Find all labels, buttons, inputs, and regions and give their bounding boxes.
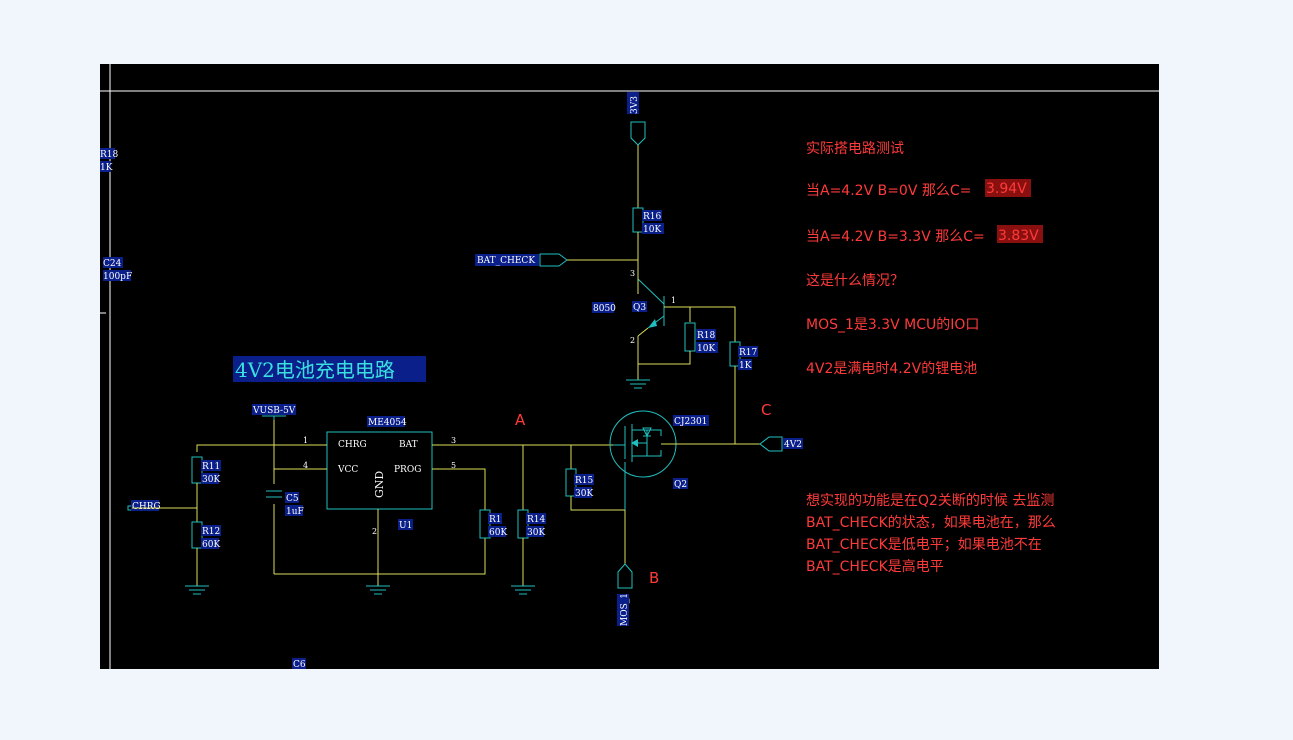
- note-mos1: MOS_1是3.3V MCU的IO口: [806, 317, 979, 333]
- svg-text:60K: 60K: [489, 528, 507, 538]
- svg-text:R15: R15: [575, 476, 594, 486]
- svg-text:4V2: 4V2: [784, 440, 802, 450]
- svg-text:2: 2: [630, 336, 635, 345]
- resistor-r11: R11 30K: [191, 456, 221, 485]
- schematic-title: 4V2电池充电电路: [235, 358, 395, 382]
- svg-text:1K: 1K: [739, 361, 752, 371]
- ground-r14: [511, 585, 535, 595]
- svg-text:30K: 30K: [527, 528, 545, 538]
- resistor-r17: R17 1K: [729, 341, 758, 371]
- transistor-q3: Q3 8050: [592, 278, 665, 337]
- svg-text:5: 5: [451, 461, 456, 470]
- capacitor-c5: C5 1uF: [266, 484, 304, 517]
- svg-text:3: 3: [451, 436, 456, 445]
- svg-text:CHRG: CHRG: [132, 502, 161, 512]
- svg-text:3: 3: [630, 269, 635, 278]
- svg-text:10K: 10K: [643, 225, 661, 235]
- node-c-label: C: [761, 401, 771, 419]
- note-battery: 4V2是满电时4.2V的锂电池: [806, 361, 977, 377]
- net-3v3-port: 3V3: [627, 92, 646, 146]
- title-box: [233, 356, 426, 382]
- svg-text:100pF: 100pF: [103, 272, 132, 282]
- resistor-r12: R12 60K: [191, 521, 221, 550]
- resistor-r15: R15 30K: [565, 468, 594, 499]
- note-goal-line-2: BAT_CHECK的状态，如果电池在，那么: [806, 515, 1056, 531]
- u1-part-number: ME4054: [368, 418, 407, 428]
- ic-u1: CHRG VCC BAT PROG GND U1: [326, 431, 433, 531]
- net-chrg: CHRG: [127, 500, 161, 512]
- note-case1-prefix: 当A=4.2V B=0V 那么C=: [806, 183, 971, 199]
- svg-text:R11: R11: [202, 462, 220, 472]
- notes-panel: 实际搭电路测试 当A=4.2V B=0V 那么C= 3.94V 当A=4.2V …: [806, 141, 1056, 575]
- net-bat-check-port: BAT_CHECK: [475, 253, 568, 267]
- svg-text:R17: R17: [739, 348, 758, 358]
- note-case1-value: 3.94V: [986, 181, 1027, 197]
- note-heading: 实际搭电路测试: [806, 141, 904, 157]
- svg-text:1: 1: [671, 296, 676, 305]
- node-b-label: B: [649, 569, 659, 587]
- svg-text:R18: R18: [697, 331, 716, 341]
- svg-text:GND: GND: [373, 471, 386, 498]
- svg-text:1: 1: [303, 436, 308, 445]
- resistor-r1: R1 60K: [479, 509, 507, 539]
- svg-text:1uF: 1uF: [286, 507, 304, 517]
- svg-text:10K: 10K: [697, 344, 715, 354]
- svg-text:R16: R16: [643, 212, 662, 222]
- label-r18-left: R18 1K: [100, 148, 119, 173]
- svg-text:C24: C24: [103, 259, 122, 269]
- note-case2-value: 3.83V: [998, 228, 1039, 244]
- net-4v2-port: 4V2: [759, 436, 803, 452]
- svg-text:VUSB-5V: VUSB-5V: [252, 406, 296, 416]
- svg-text:U1: U1: [399, 521, 412, 531]
- svg-text:VCC: VCC: [337, 465, 358, 475]
- svg-text:PROG: PROG: [394, 465, 421, 475]
- note-goal-line-1: 想实现的功能是在Q2关断的时候 去监测: [806, 493, 1054, 509]
- resistor-r16: R16 10K: [632, 207, 664, 235]
- ground-u1: [366, 585, 390, 595]
- svg-text:Q3: Q3: [633, 303, 646, 313]
- label-c24-left: C24 100pF: [103, 257, 132, 282]
- svg-text:R18: R18: [100, 150, 119, 160]
- svg-text:C5: C5: [286, 494, 299, 504]
- net-mos1-port: MOS_1: [617, 563, 633, 626]
- ground-q3: [626, 379, 650, 389]
- resistor-r18: R18 10K: [684, 322, 718, 354]
- svg-text:30K: 30K: [202, 475, 220, 485]
- mosfet-q2: CJ2301 Q2: [609, 410, 709, 510]
- label-c6: C6: [293, 660, 306, 669]
- svg-text:R14: R14: [527, 515, 546, 525]
- net-vusb: VUSB-5V: [252, 404, 296, 420]
- svg-text:BAT: BAT: [399, 440, 418, 450]
- schematic-canvas: R18 1K C24 100pF 3V3 R16 10K BAT_CHECK 3…: [100, 64, 1159, 669]
- svg-text:R1: R1: [489, 515, 502, 525]
- svg-text:3V3: 3V3: [630, 96, 640, 114]
- svg-text:4: 4: [303, 461, 308, 470]
- ground-r12: [185, 585, 209, 595]
- note-goal-line-3: BAT_CHECK是低电平；如果电池不在: [806, 537, 1042, 553]
- svg-text:CJ2301: CJ2301: [674, 417, 707, 427]
- svg-text:CHRG: CHRG: [338, 440, 367, 450]
- svg-text:30K: 30K: [575, 489, 593, 499]
- svg-text:BAT_CHECK: BAT_CHECK: [477, 256, 535, 266]
- resistor-r14: R14 30K: [517, 509, 546, 539]
- schematic-diagram: R18 1K C24 100pF 3V3 R16 10K BAT_CHECK 3…: [100, 64, 1159, 669]
- svg-text:2: 2: [372, 527, 377, 536]
- svg-text:60K: 60K: [202, 540, 220, 550]
- note-case2-prefix: 当A=4.2V B=3.3V 那么C=: [806, 229, 985, 245]
- note-question: 这是什么情况？: [806, 272, 904, 289]
- note-goal-line-4: BAT_CHECK是高电平: [806, 558, 944, 575]
- svg-text:R12: R12: [202, 527, 220, 537]
- svg-text:Q2: Q2: [674, 480, 687, 490]
- node-a-label: A: [515, 411, 526, 429]
- svg-text:8050: 8050: [593, 304, 616, 314]
- svg-text:MOS_1: MOS_1: [620, 593, 630, 626]
- svg-text:1K: 1K: [100, 163, 113, 173]
